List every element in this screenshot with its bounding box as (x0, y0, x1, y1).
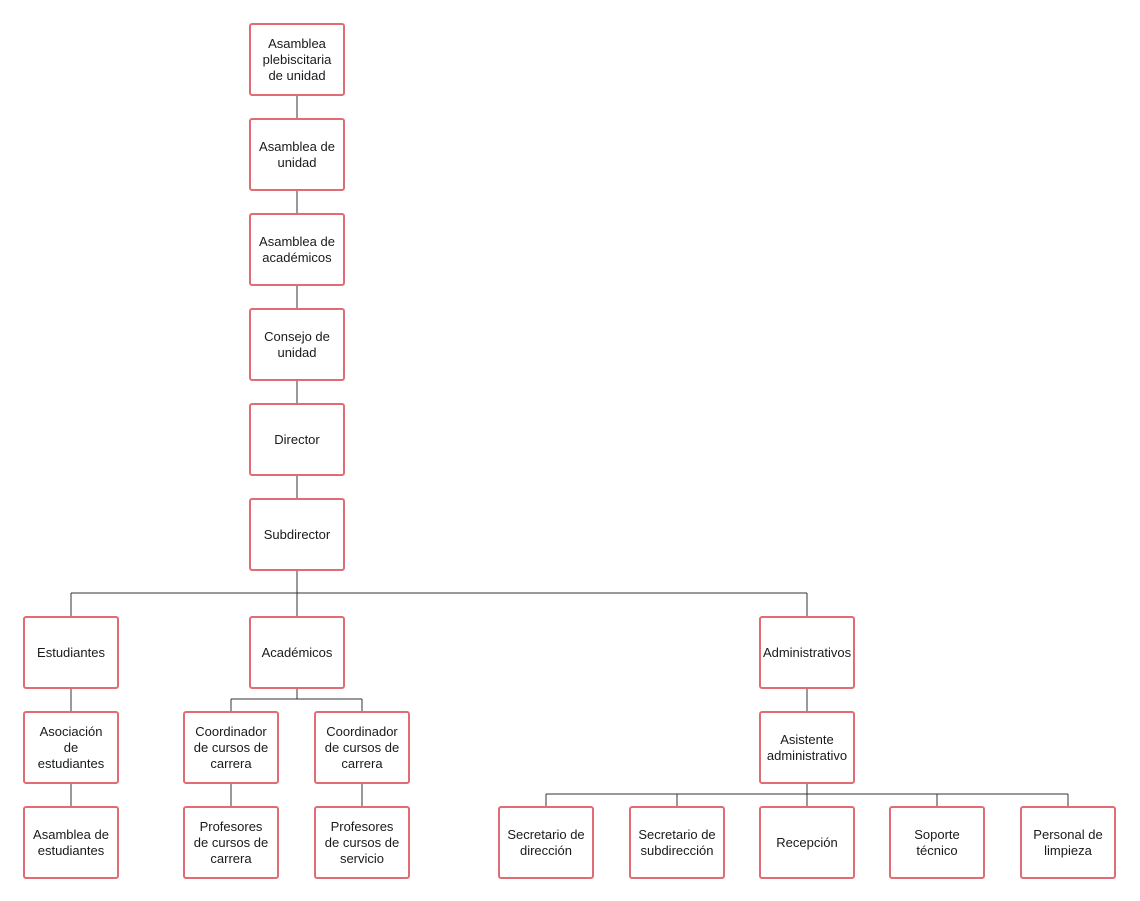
node-label: Asociación de estudiantes (37, 723, 105, 771)
node-personal-limpieza: Personal de limpieza (1020, 806, 1116, 879)
node-asamblea-academicos: Asamblea de académicos (249, 213, 345, 286)
node-label: Asamblea de académicos (259, 233, 335, 265)
node-recepcion: Recepción (759, 806, 855, 879)
node-label: Coordinador de cursos de carrera (193, 723, 269, 771)
node-label: Secretario de dirección (507, 826, 585, 858)
node-secretario-subdireccion: Secretario de subdirección (629, 806, 725, 879)
node-asociacion-estudiantes: Asociación de estudiantes (23, 711, 119, 784)
node-asamblea-estudiantes: Asamblea de estudiantes (23, 806, 119, 879)
node-academicos-group: Académicos (249, 616, 345, 689)
node-label: Secretario de subdirección (638, 826, 716, 858)
node-director: Director (249, 403, 345, 476)
node-label: Profesores de cursos de carrera (193, 818, 269, 866)
node-coordinador-carrera-1: Coordinador de cursos de carrera (183, 711, 279, 784)
node-profesores-servicio: Profesores de cursos de servicio (314, 806, 410, 879)
node-label: Asistente administrativo (766, 731, 848, 763)
node-secretario-direccion: Secretario de dirección (498, 806, 594, 879)
node-administrativos: Administrativos (759, 616, 855, 689)
node-label: Director (274, 431, 320, 447)
node-consejo-unidad: Consejo de unidad (249, 308, 345, 381)
node-soporte-tecnico: Soporte técnico (889, 806, 985, 879)
node-profesores-carrera: Profesores de cursos de carrera (183, 806, 279, 879)
node-estudiantes: Estudiantes (23, 616, 119, 689)
node-asamblea-unidad: Asamblea de unidad (249, 118, 345, 191)
node-label: Estudiantes (37, 644, 105, 660)
node-label: Consejo de unidad (264, 328, 330, 360)
node-label: Administrativos (762, 644, 852, 660)
node-label: Asamblea plebiscitaria de unidad (262, 35, 332, 83)
node-label: Académicos (261, 644, 333, 660)
node-asistente-administrativo: Asistente administrativo (759, 711, 855, 784)
node-subdirector: Subdirector (249, 498, 345, 571)
node-label: Subdirector (263, 526, 331, 542)
node-asamblea-plebiscitaria: Asamblea plebiscitaria de unidad (249, 23, 345, 96)
node-label: Personal de limpieza (1033, 826, 1103, 858)
node-label: Asamblea de estudiantes (33, 826, 109, 858)
node-label: Soporte técnico (914, 826, 960, 858)
node-label: Recepción (776, 834, 838, 850)
node-coordinador-carrera-2: Coordinador de cursos de carrera (314, 711, 410, 784)
node-label: Profesores de cursos de servicio (324, 818, 400, 866)
node-label: Coordinador de cursos de carrera (324, 723, 400, 771)
node-label: Asamblea de unidad (259, 138, 335, 170)
